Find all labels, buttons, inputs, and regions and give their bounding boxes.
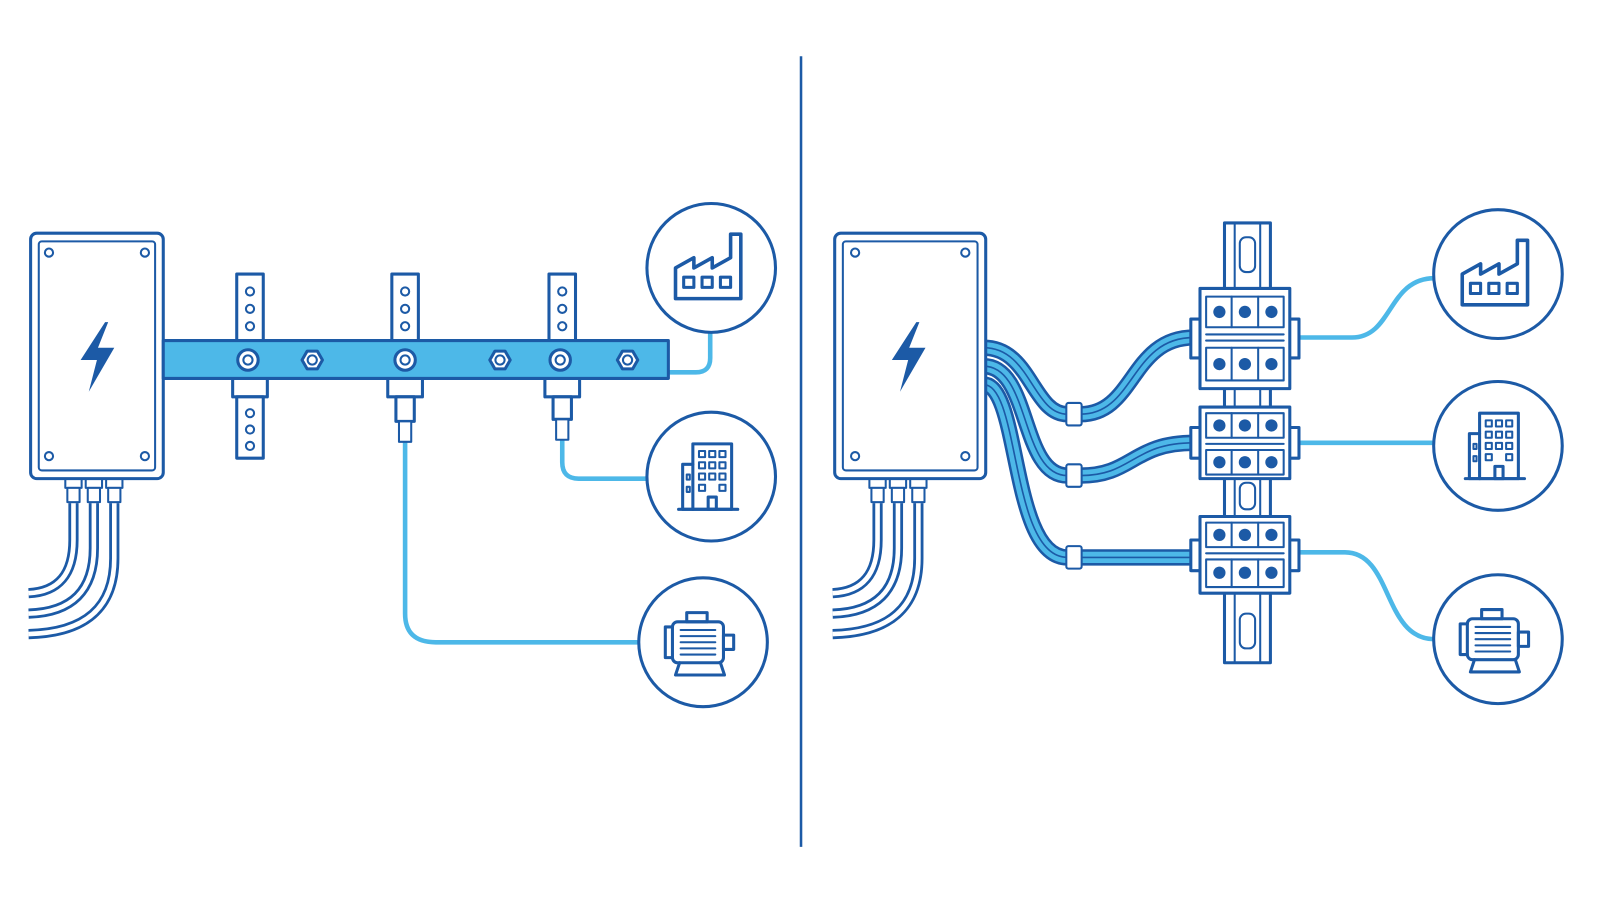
terminal-screw	[1265, 305, 1278, 319]
cable-ferrule	[1065, 401, 1083, 427]
enclosure-screw	[43, 451, 55, 462]
enclosure-screw	[850, 451, 861, 462]
power-source-enclosure	[833, 231, 988, 481]
wire-to-factory	[666, 329, 713, 375]
terminal-screw	[1265, 566, 1278, 579]
cable-glands	[868, 477, 928, 504]
terminal-screw	[1265, 357, 1278, 371]
busbar-nut	[488, 349, 512, 371]
enclosure-screw	[43, 247, 55, 258]
wire-to-factory	[1295, 275, 1437, 340]
enclosure-screw	[139, 451, 150, 462]
power-source-enclosure	[29, 231, 165, 481]
terminal-screw	[1265, 419, 1278, 432]
right-panel-terminal-block-distribution	[832, 208, 1564, 706]
busbar-clamps	[231, 376, 582, 460]
enclosure-screw	[960, 247, 971, 258]
terminal-screw	[1238, 528, 1252, 542]
busbar-output-wires	[402, 329, 713, 645]
busbar-standoffs	[235, 272, 578, 344]
distribution-cables	[981, 329, 1195, 570]
busbar-lug	[236, 348, 260, 372]
terminal-screw	[1238, 357, 1252, 371]
wire-to-building	[559, 437, 652, 481]
terminal-screw	[1213, 357, 1226, 371]
left-panel-busbar-distribution	[28, 201, 778, 709]
feeder-cables	[832, 503, 924, 640]
busbar-lug	[548, 348, 572, 372]
cable-ferrule	[1065, 463, 1083, 488]
enclosure-screw	[850, 247, 861, 258]
terminal-screw	[1238, 456, 1252, 469]
terminal-screw	[1265, 528, 1278, 542]
cable-ferrule	[1065, 545, 1083, 570]
terminal-screw	[1265, 456, 1278, 469]
terminal-output-wires	[1295, 275, 1437, 642]
enclosure-screw	[960, 451, 971, 462]
cable-to-block-1	[982, 329, 1195, 423]
load-building	[645, 410, 778, 543]
terminal-screw	[1213, 305, 1226, 319]
load-motor	[1432, 573, 1564, 706]
load-factory	[645, 201, 778, 334]
terminal-screw	[1238, 419, 1252, 432]
enclosure-screw	[139, 247, 150, 258]
busbar-nut	[300, 349, 324, 371]
wire-to-motor	[1295, 549, 1437, 642]
terminal-screw	[1213, 456, 1226, 469]
terminal-block-3	[1189, 514, 1301, 595]
cable-glands	[64, 477, 124, 504]
wire-to-motor	[402, 439, 644, 645]
busbar-lug	[393, 348, 417, 372]
cable-to-block-3	[981, 376, 1194, 566]
load-building	[1432, 379, 1564, 512]
cable-to-block-2	[982, 357, 1195, 484]
terminal-screw	[1238, 305, 1252, 319]
terminal-screw	[1213, 566, 1226, 579]
terminal-screw	[1238, 566, 1252, 579]
busbar	[161, 339, 670, 380]
busbar-nut	[615, 349, 640, 371]
load-factory	[1432, 208, 1564, 341]
terminal-screw	[1213, 528, 1226, 542]
load-motor	[637, 576, 769, 709]
terminal-block-1	[1189, 286, 1301, 391]
feeder-cables	[28, 503, 120, 640]
terminal-block-2	[1189, 405, 1301, 481]
terminal-screw	[1213, 419, 1226, 432]
